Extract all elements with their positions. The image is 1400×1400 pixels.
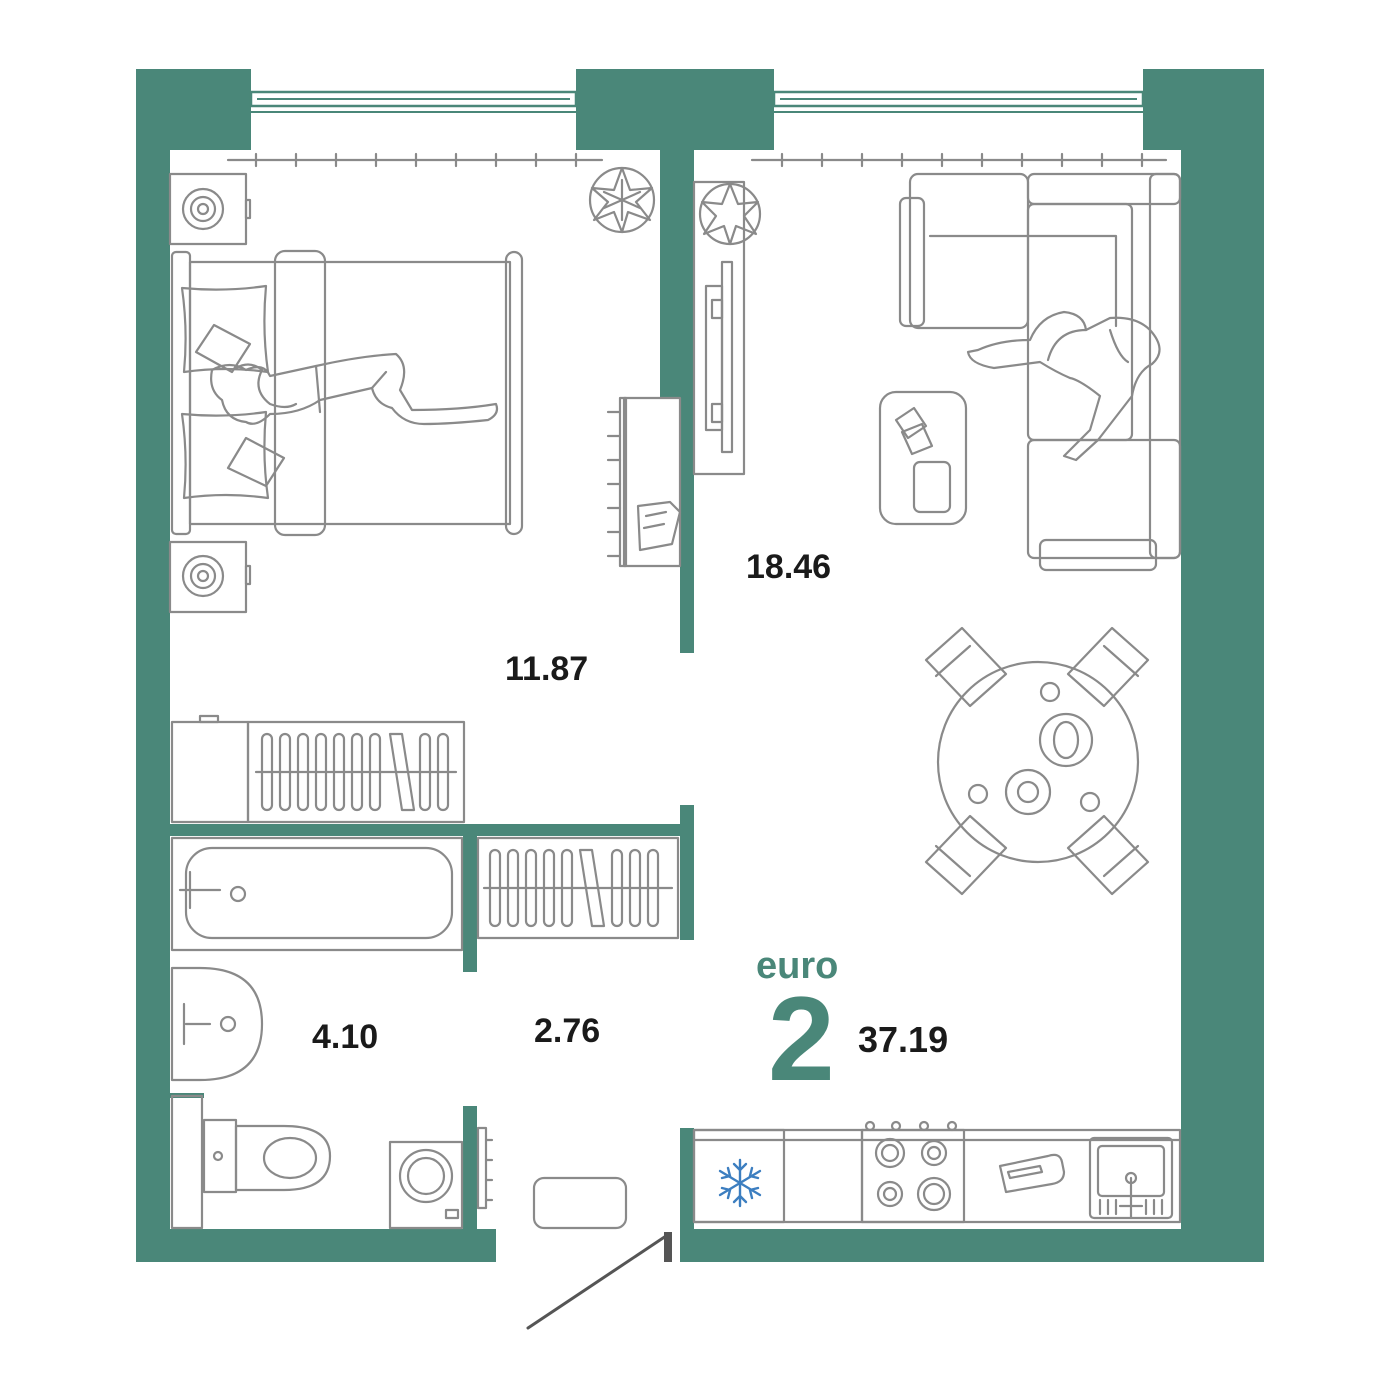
door-mat xyxy=(532,1176,628,1230)
nightstand-bottom xyxy=(168,540,252,614)
bathtub xyxy=(170,836,464,952)
bedroom-wardrobe xyxy=(170,714,466,824)
window-living xyxy=(772,90,1145,113)
entrance-door xyxy=(526,1234,668,1330)
sink-icon xyxy=(1088,1136,1174,1220)
bedroom-dresser xyxy=(606,396,682,568)
dining-table xyxy=(924,626,1150,896)
hallway xyxy=(476,836,680,1330)
bathroom-niche xyxy=(170,1094,204,1230)
washbasin xyxy=(170,966,264,1082)
curtain-rail-bedroom xyxy=(226,152,604,168)
total-area-label: 37.19 xyxy=(858,1019,948,1060)
flower-plant-icon xyxy=(698,182,762,246)
flower-plant-icon xyxy=(588,166,656,234)
bathroom xyxy=(170,836,494,1230)
double-bed xyxy=(170,249,524,537)
chair xyxy=(924,814,1008,896)
hallway-wardrobe xyxy=(476,836,680,940)
cutting-board-icon xyxy=(998,1153,1066,1194)
stove-icon xyxy=(860,1120,966,1224)
curtain-rail-living xyxy=(750,152,1168,168)
toilet xyxy=(202,1118,332,1194)
hallway-area-label: 2.76 xyxy=(534,1012,600,1050)
tv-stand xyxy=(692,180,746,476)
bedroom-area-label: 11.87 xyxy=(505,650,588,688)
layout-type-label: euro xyxy=(756,945,838,987)
bathroom-area-label: 4.10 xyxy=(312,1018,378,1056)
room-count-label: 2 xyxy=(768,972,835,1106)
living-room xyxy=(692,172,1182,896)
snowflake-icon xyxy=(718,1158,762,1208)
chair xyxy=(1066,626,1150,708)
kitchen xyxy=(692,1120,1182,1224)
windows xyxy=(249,90,1145,113)
fridge xyxy=(692,1128,786,1224)
corner-sofa xyxy=(898,172,1182,572)
washing-machine xyxy=(388,1140,464,1230)
coffee-table xyxy=(878,390,968,526)
living-area-label: 18.46 xyxy=(746,548,831,586)
chair xyxy=(924,626,1008,708)
heated-towel-rail xyxy=(476,1126,494,1210)
nightstand-top xyxy=(168,172,252,246)
chair xyxy=(1066,814,1150,896)
walls xyxy=(136,69,1264,1262)
bedroom xyxy=(168,166,682,824)
window-bedroom xyxy=(249,90,578,113)
